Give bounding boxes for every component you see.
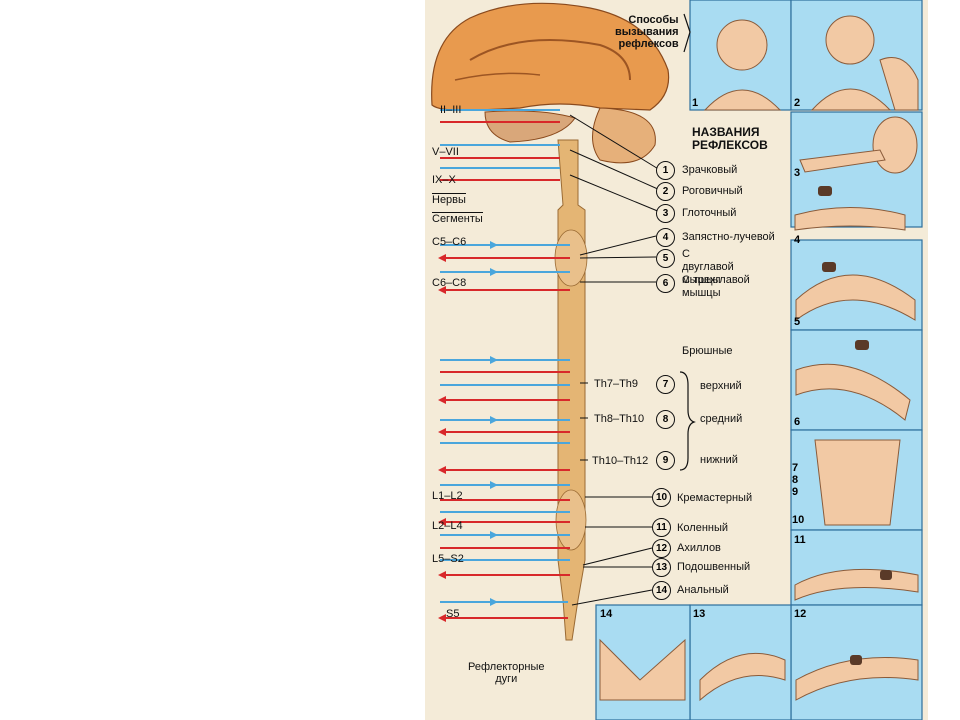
reflex-number-1: 1	[656, 161, 675, 180]
nerve-label-2-3: II–III	[440, 104, 462, 116]
panel-number-5: 5	[794, 316, 801, 328]
reflex-name-9: нижний	[700, 454, 738, 466]
reflex-number-14: 14	[652, 581, 671, 600]
reflex-name-12: Ахиллов	[677, 542, 721, 554]
segment-th7-th9: Th7–Th9	[594, 378, 639, 390]
reflex-number-5: 5	[656, 249, 675, 268]
segment-th10-th12: Th10–Th12	[592, 455, 649, 467]
panel-number-13: 13	[693, 608, 706, 620]
nerve-label-9-10: IX–X	[432, 174, 456, 186]
sole-13	[699, 652, 786, 702]
reflex-number-13: 13	[652, 558, 671, 577]
nerve-label-5-7: V–VII	[432, 146, 459, 158]
wrist-4	[794, 207, 906, 231]
child-head-2	[825, 15, 875, 65]
reflex-number-7: 7	[656, 375, 675, 394]
panel-number-14: 14	[600, 608, 613, 620]
reflex-name-11: Коленный	[677, 522, 729, 534]
reflex-number-6: 6	[656, 274, 675, 293]
methods-bracket	[683, 13, 691, 53]
face-profile-3	[872, 116, 918, 174]
child-head-1	[716, 19, 768, 71]
panel-number-3: 3	[794, 167, 801, 179]
reflex-name-5: С двуглавой мышцы	[682, 248, 734, 286]
brain	[431, 2, 670, 164]
reflex-name-8: средний	[700, 413, 743, 425]
arm-6	[795, 363, 911, 421]
reflex-arcs-label: Рефлекторные дуги	[468, 661, 545, 685]
segment-th8-th10: Th8–Th10	[594, 413, 645, 425]
reflex-name-2: Роговичный	[682, 185, 743, 197]
nerves-label: Нервы	[432, 193, 466, 206]
abdominal-brace	[679, 371, 696, 471]
panel-number-11: 11	[794, 534, 806, 546]
reflex-number-12: 12	[652, 539, 671, 558]
segment-l2-l4: L2–L4	[432, 520, 463, 532]
reflex-name-6: С трехглавой мышцы	[682, 274, 750, 299]
spinal-cord	[557, 139, 586, 641]
panel-number-7: 7	[792, 462, 799, 474]
segment-c5-c6: C5–C6	[432, 236, 467, 248]
panel-number-8: 8	[792, 474, 799, 486]
reflex-name-14: Анальный	[677, 584, 729, 596]
panel-number-6: 6	[794, 416, 801, 428]
reflex-number-3: 3	[656, 204, 675, 223]
reflex-name-3: Глоточный	[682, 207, 737, 219]
reflex-name-10: Кремастерный	[677, 492, 753, 504]
reflex-name-13: Подошвенный	[677, 561, 751, 573]
panel-number-9: 9	[792, 486, 799, 498]
abdomen-7	[814, 439, 901, 526]
panel-number-2: 2	[794, 97, 801, 109]
reflex-number-11: 11	[652, 518, 671, 537]
reflex-number-4: 4	[656, 228, 675, 247]
reflex-number-2: 2	[656, 182, 675, 201]
reflex-number-8: 8	[656, 410, 675, 429]
segment-s5: S5	[446, 608, 460, 620]
reflex-arcs	[440, 109, 570, 619]
panel-number-10: 10	[792, 514, 805, 526]
reflex-number-9: 9	[656, 451, 675, 470]
reflex-name-1: Зрачковый	[682, 164, 738, 176]
reflex-name-4: Запястно-лучевой	[682, 231, 775, 243]
hammers	[818, 186, 892, 665]
reflex-number-10: 10	[652, 488, 671, 507]
panel-number-12: 12	[794, 608, 807, 620]
abdominal-label: Брюшные	[682, 345, 733, 357]
efferent-arrowheads	[438, 254, 446, 622]
panel-number-1: 1	[692, 97, 699, 109]
segment-l1-l2: L1–L2	[432, 490, 463, 502]
reflex-name-7: верхний	[700, 380, 742, 392]
afferent-arrowheads	[490, 241, 498, 606]
segment-c6-c8: C6–C8	[432, 277, 467, 289]
reflex-names-title: НАЗВАНИЯ РЕФЛЕКСОВ	[692, 125, 768, 152]
panel-number-4: 4	[794, 234, 801, 246]
segment-l5-s2: L5–S2	[432, 553, 464, 565]
elbow-5	[795, 274, 916, 321]
anal-14	[599, 638, 686, 701]
segments-label: Сегменты	[432, 212, 483, 225]
foot-12	[795, 657, 919, 701]
methods-title: Способы вызывания рефлексов	[615, 14, 679, 50]
leader-lines	[569, 114, 661, 606]
